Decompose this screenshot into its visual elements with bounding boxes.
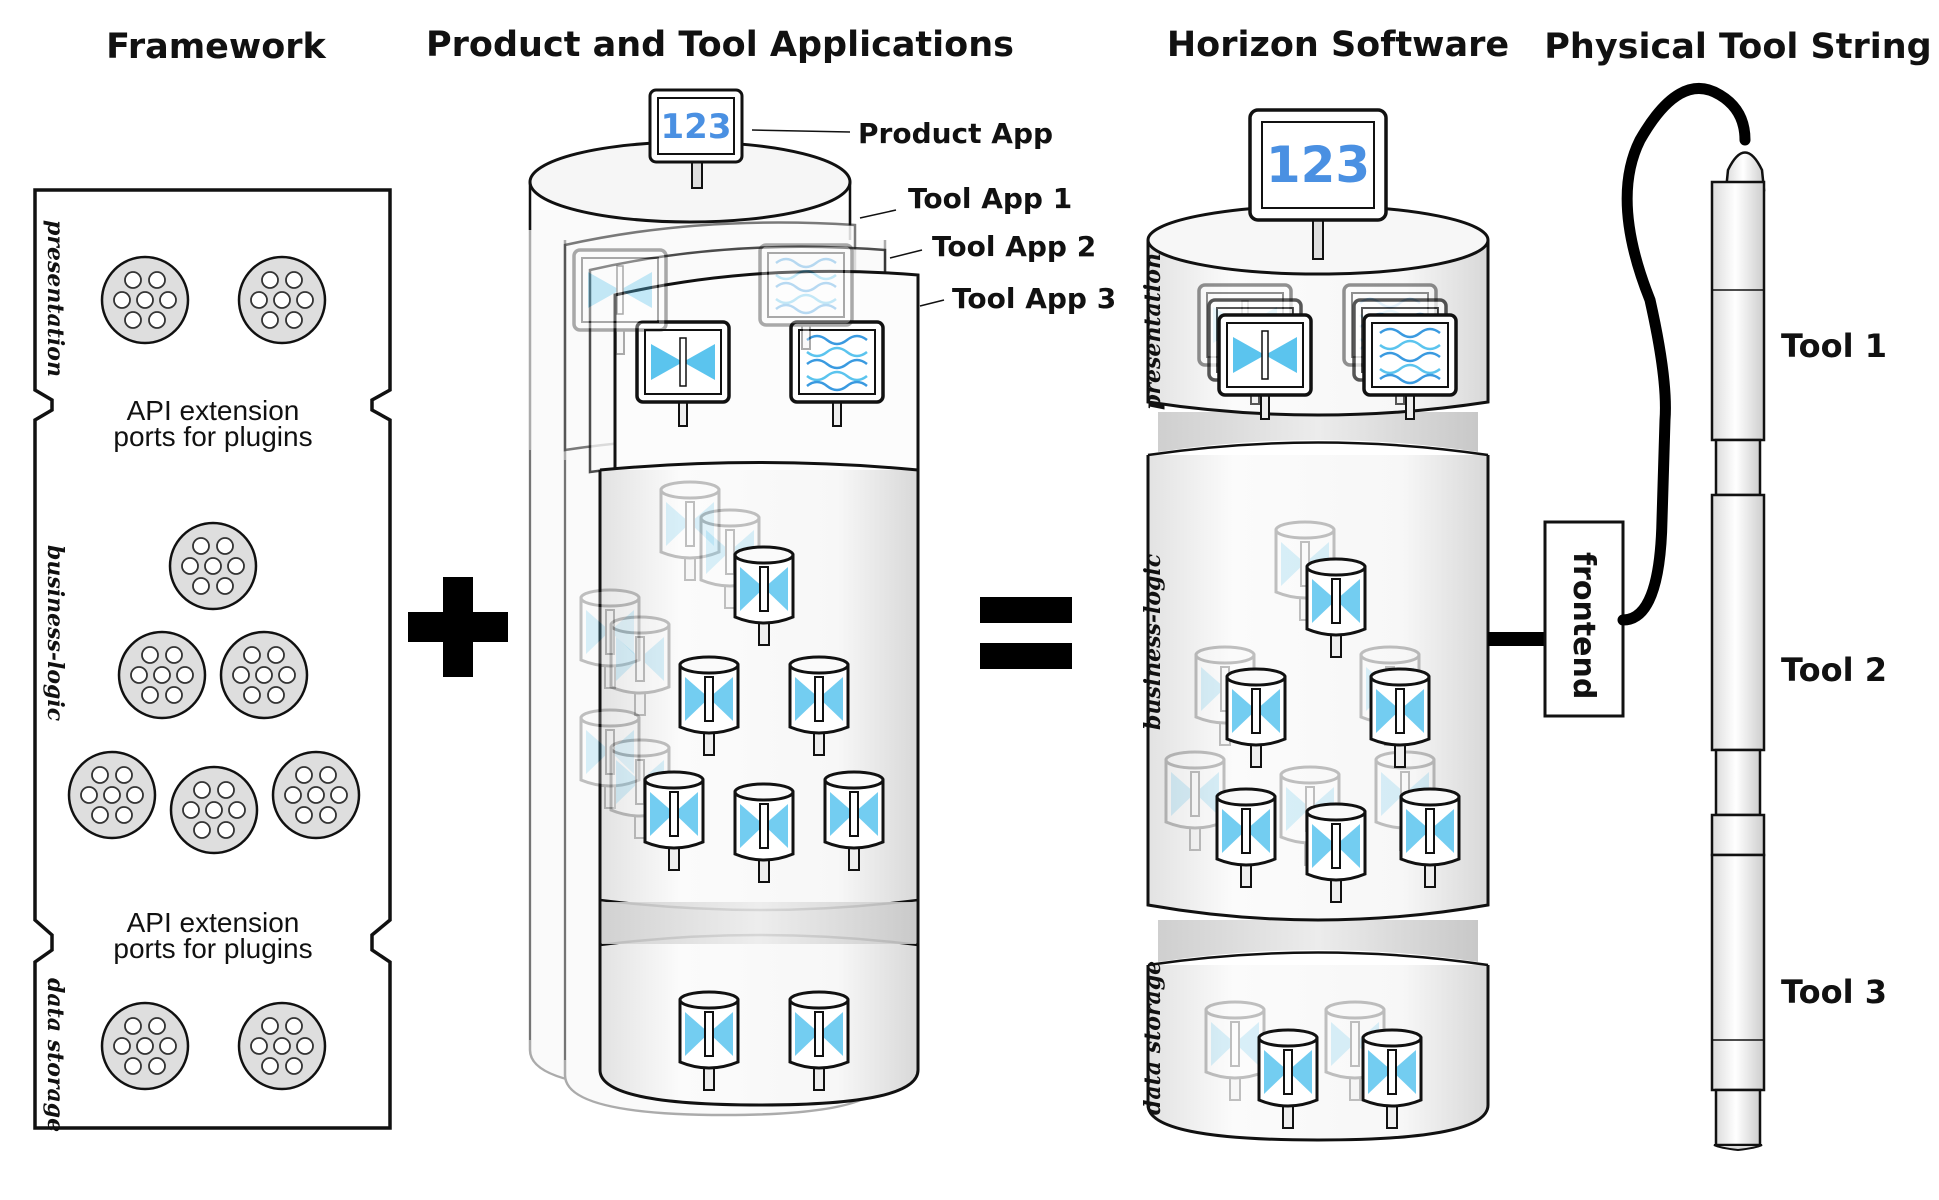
leader-line <box>919 299 945 307</box>
port-label-top-line1: API extension <box>127 395 300 426</box>
plug-icon <box>100 1001 190 1091</box>
tool-cable <box>1617 82 1751 626</box>
title-product-tool-apps: Product and Tool Applications <box>426 25 1014 65</box>
plug-icon <box>100 255 190 345</box>
title-framework: Framework <box>106 27 326 67</box>
plug-icon <box>117 630 207 720</box>
plug-icon <box>169 765 259 855</box>
plug-icon <box>67 750 157 840</box>
label-tool-app-2: Tool App 2 <box>932 230 1096 263</box>
framework-panel <box>33 188 392 1130</box>
tool-label-3: Tool 3 <box>1781 973 1887 1011</box>
frontend-box <box>1543 520 1625 718</box>
leader-line <box>751 129 851 133</box>
tool-string <box>1710 151 1766 1152</box>
label-product-app: Product App <box>858 117 1053 150</box>
title-physical-tool-string: Physical Tool String <box>1544 27 1931 67</box>
horizon-layer-business-logic: business-logic <box>1140 553 1166 730</box>
port-label-bottom-line2: ports for plugins <box>113 933 312 964</box>
product-app-logo-text: 123 <box>661 107 732 147</box>
tool-label-1: Tool 1 <box>1781 327 1887 365</box>
horizon-logo-text: 123 <box>1266 136 1370 194</box>
framework-layer-business-logic: business-logic <box>42 545 68 722</box>
framework-layer-presentation: presentation <box>42 220 68 377</box>
plug-icon <box>237 255 327 345</box>
title-horizon-software: Horizon Software <box>1167 25 1509 65</box>
leader-line <box>889 249 923 259</box>
tool-label-2: Tool 2 <box>1781 651 1887 689</box>
plug-icon <box>237 1001 327 1091</box>
horizon-layer-presentation: presentation <box>1140 253 1166 410</box>
product-app-sign: 123 <box>648 88 744 189</box>
port-label-bottom-line1: API extension <box>127 907 300 938</box>
plus-sign <box>408 577 508 677</box>
plug-icon <box>219 630 309 720</box>
label-tool-app-3: Tool App 3 <box>952 282 1116 315</box>
label-tool-app-1: Tool App 1 <box>908 182 1072 215</box>
plug-icon <box>271 750 361 840</box>
horizon-logo-sign: 123 <box>1248 108 1388 260</box>
frontend-label: frontend <box>1566 552 1601 699</box>
equals-sign <box>980 597 1072 669</box>
horizon-frontend-connector <box>1488 632 1546 646</box>
leader-line <box>859 209 897 219</box>
framework-layer-data-storage: data storage <box>42 978 68 1132</box>
plug-icon <box>168 521 258 611</box>
horizon-layer-data-storage: data storage <box>1140 961 1166 1115</box>
port-label-top-line2: ports for plugins <box>113 421 312 452</box>
